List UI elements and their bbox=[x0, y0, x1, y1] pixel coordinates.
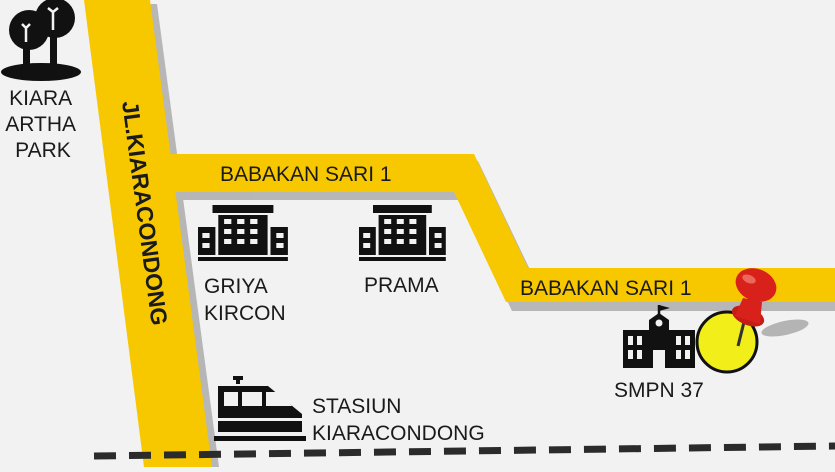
place-label-stasiun-kiaracondong: STASIUN KIARACONDONG bbox=[312, 395, 485, 445]
map-pin-icon bbox=[695, 268, 809, 374]
road-jl-kiaracondong bbox=[84, 0, 212, 467]
road-babakan-sari-upper-and-lower bbox=[162, 154, 835, 302]
road-label-babakan-sari-lower: BABAKAN SARI 1 bbox=[520, 277, 692, 300]
train-icon bbox=[214, 376, 306, 441]
road-label-babakan-sari-upper: BABAKAN SARI 1 bbox=[220, 163, 392, 186]
railway-line bbox=[93, 442, 835, 460]
place-label-prama: PRAMA bbox=[364, 274, 439, 297]
place-label-kiara-artha-park: KIARA ARTHA PARK bbox=[5, 87, 80, 162]
school-icon bbox=[623, 305, 695, 368]
place-label-smpn-37: SMPN 37 bbox=[614, 379, 704, 402]
building-icon bbox=[359, 205, 446, 261]
building-icon bbox=[198, 205, 288, 261]
place-label-griya-kircon: GRIYA KIRCON bbox=[204, 275, 286, 325]
tree-icon bbox=[1, 0, 81, 81]
